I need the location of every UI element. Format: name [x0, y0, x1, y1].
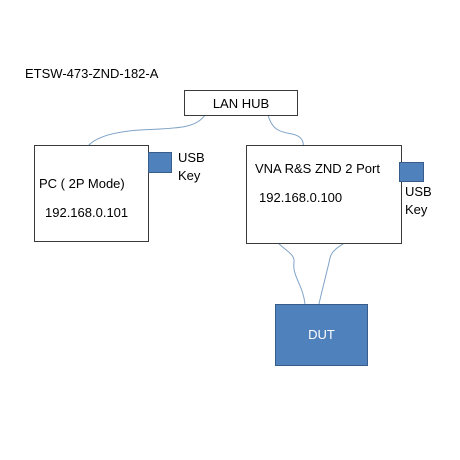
vna-label: VNA R&S ZND 2 Port	[255, 161, 380, 176]
vna-box: VNA R&S ZND 2 Port 192.168.0.100	[246, 145, 402, 244]
pc-ip-address: 192.168.0.101	[45, 205, 129, 220]
pc-usb-label-line1: USB	[178, 150, 205, 165]
vna-usb-key	[399, 162, 424, 182]
vna-ip-address: 192.168.0.100	[259, 190, 343, 205]
lan-cable-vna	[267, 114, 304, 147]
pc-box: PC ( 2P Mode) 192.168.0.101	[34, 145, 149, 242]
lan-hub-box: LAN HUB	[184, 90, 298, 116]
pc-usb-label-line2: Key	[178, 168, 201, 183]
lan-hub-label: LAN HUB	[212, 96, 270, 111]
vna-usb-label-line2: Key	[405, 202, 428, 217]
dut-box: DUT	[275, 304, 368, 366]
lan-cable-pc	[87, 114, 206, 147]
diagram-title: ETSW-473-ZND-182-A	[25, 66, 159, 81]
vna-usb-label-line1: USB	[405, 184, 432, 199]
pc-label: PC ( 2P Mode)	[39, 176, 125, 191]
dut-label: DUT	[308, 327, 335, 342]
pc-usb-key	[148, 152, 172, 173]
